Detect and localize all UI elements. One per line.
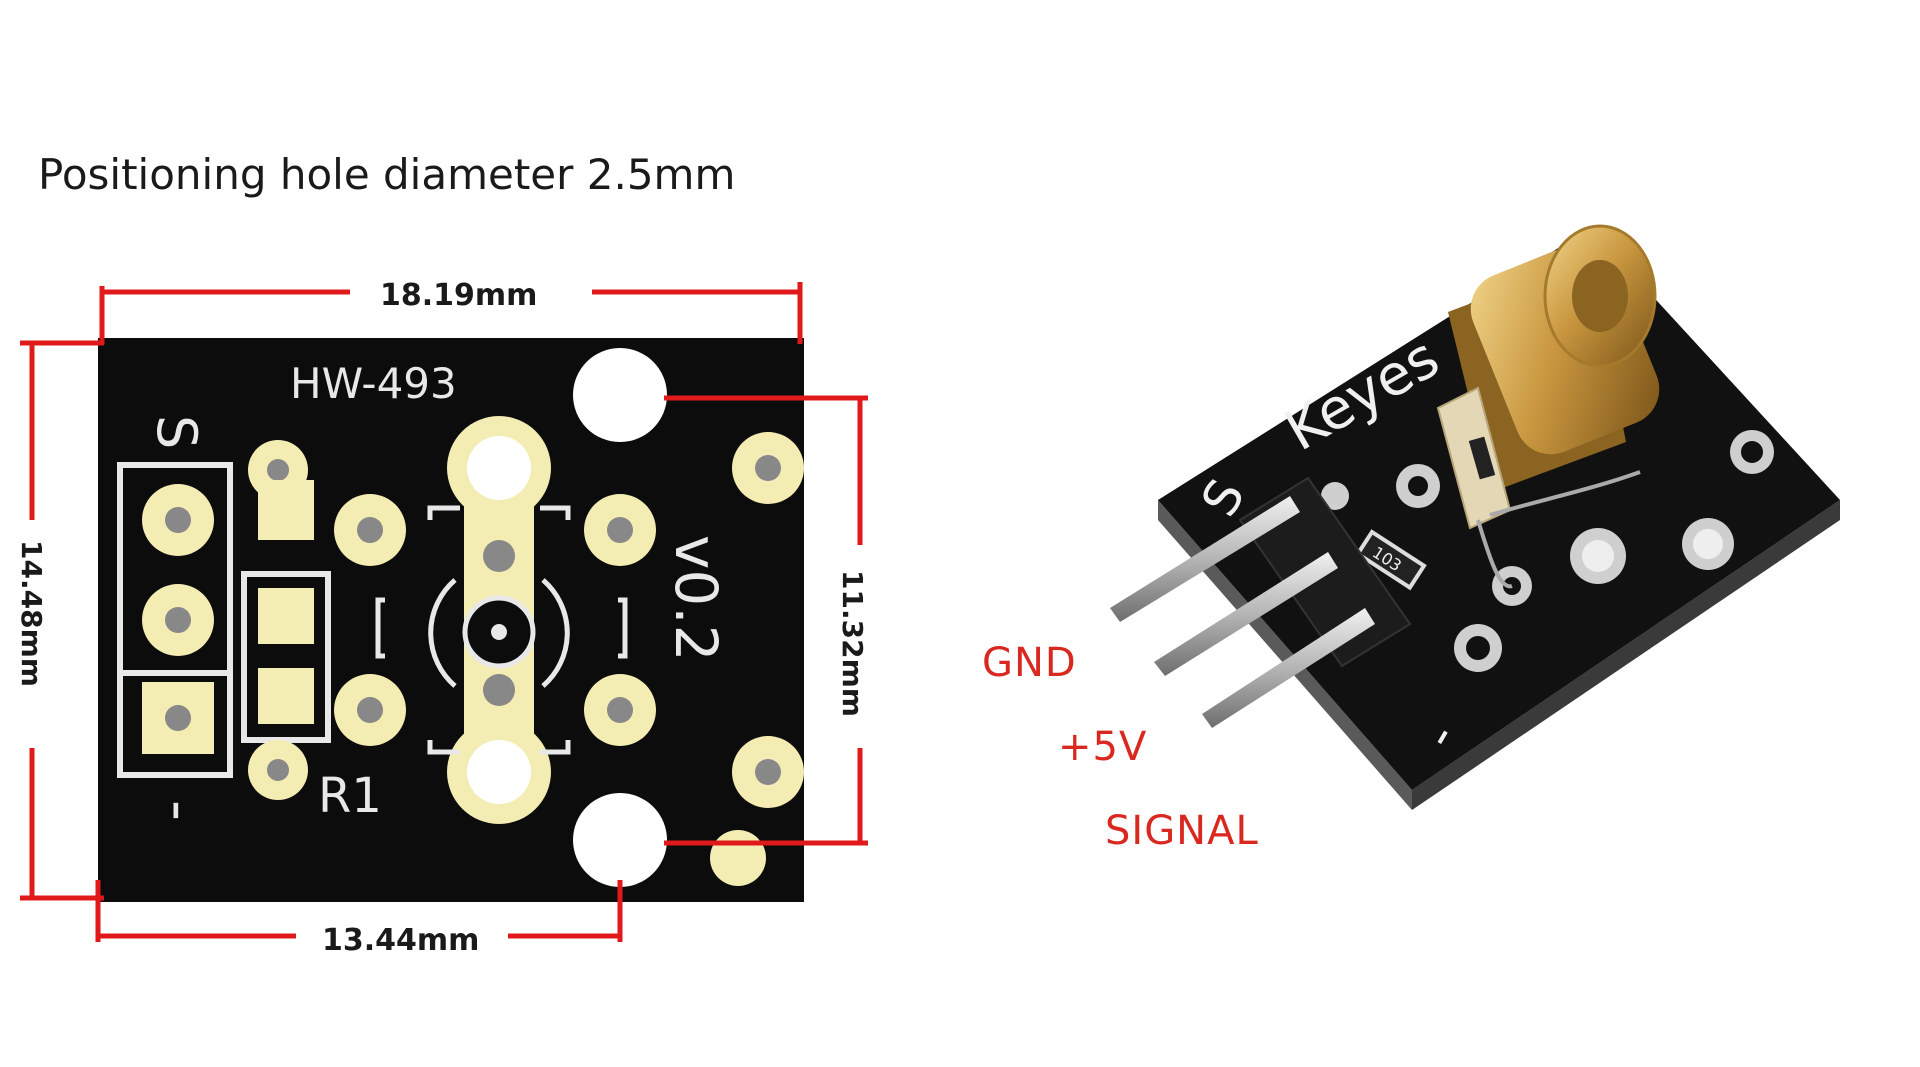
pcb-board [98, 338, 804, 902]
dimension-hole-spacing-label: 11.32mm [836, 570, 869, 717]
board-pin-minus-label: - [146, 800, 214, 821]
heading: Positioning hole diameter 2.5mm [38, 150, 736, 199]
resistor-pad-top [258, 588, 314, 644]
board-resistor-label: R1 [318, 768, 382, 824]
resistor-outline [241, 571, 331, 743]
pin-label-vcc: +5V [1058, 724, 1148, 770]
mounting-hole-bottom [573, 793, 667, 887]
dimension-height-label: 14.48mm [15, 540, 48, 687]
laser-module-photo: Keyes S - 103 [1110, 224, 1840, 810]
pin-label-gnd: GND [982, 640, 1077, 686]
pad [710, 830, 766, 886]
smd-resistor [1355, 529, 1427, 591]
board-version-label: v0.2 [662, 535, 730, 662]
pin-label-signal: SIGNAL [1105, 808, 1259, 854]
resistor-pad-bottom [258, 668, 314, 724]
header-outline [117, 462, 233, 778]
header-pins [1110, 496, 1375, 728]
pcb-drawing: HW-493 S - R1 v0.2 18.1 [15, 278, 869, 958]
dimension-lines [20, 282, 868, 942]
board-model-label: HW-493 [290, 359, 457, 408]
board-pin-s-label: S [145, 415, 208, 449]
mounting-hole-top [573, 348, 667, 442]
dimension-offset-label: 13.44mm [322, 923, 479, 958]
dimension-width-label: 18.19mm [380, 278, 537, 313]
